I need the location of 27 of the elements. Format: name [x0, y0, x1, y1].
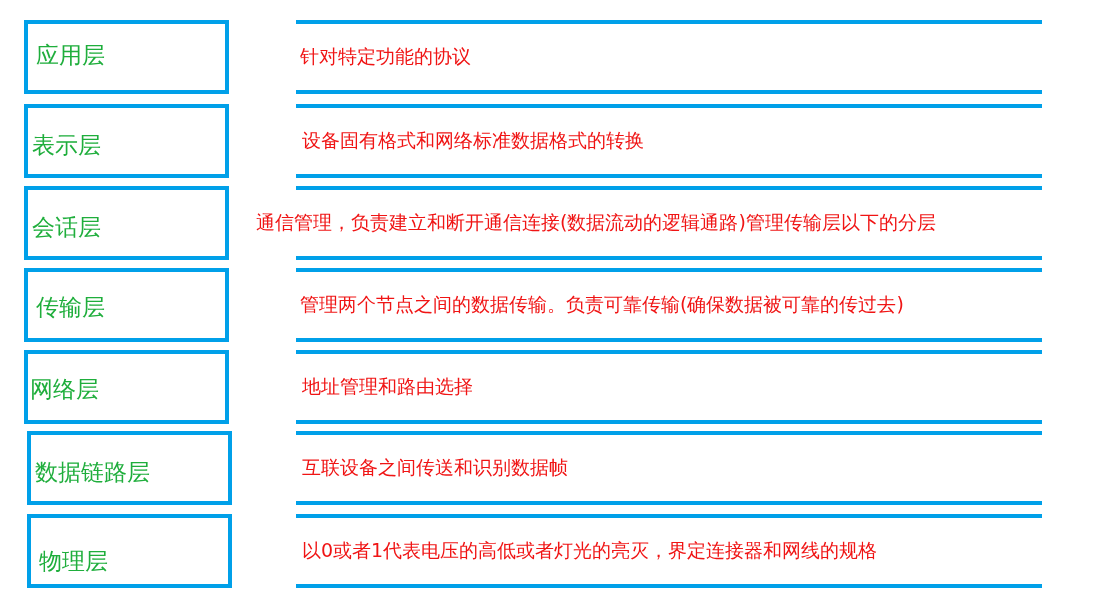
layer-description: 互联设备之间传送和识别数据帧: [302, 455, 568, 480]
layer-description: 通信管理，负责建立和断开通信连接(数据流动的逻辑通路)管理传输层以下的分层: [256, 210, 936, 235]
layer-box: [24, 350, 229, 424]
description-band: [296, 350, 1042, 424]
layer-name: 表示层: [32, 131, 101, 160]
layer-name: 传输层: [36, 293, 105, 322]
layer-description: 以0或者1代表电压的高低或者灯光的亮灭，界定连接器和网线的规格: [302, 538, 878, 563]
layer-box: [24, 20, 229, 94]
description-band: [296, 20, 1042, 94]
layer-box: [27, 431, 232, 505]
description-band: [296, 514, 1042, 588]
description-band: [296, 431, 1042, 505]
layer-name: 网络层: [30, 375, 99, 404]
description-band: [296, 268, 1042, 342]
layer-box: [24, 104, 229, 178]
layer-box: [24, 268, 229, 342]
layer-box: [27, 514, 232, 588]
layer-name: 数据链路层: [35, 458, 150, 487]
layer-box: [24, 186, 229, 260]
layer-name: 会话层: [32, 213, 101, 242]
layer-description: 设备固有格式和网络标准数据格式的转换: [302, 128, 644, 153]
layer-description: 地址管理和路由选择: [302, 374, 473, 399]
description-band: [296, 104, 1042, 178]
layer-name: 物理层: [39, 547, 108, 576]
layer-name: 应用层: [36, 41, 105, 70]
layer-description: 管理两个节点之间的数据传输。负责可靠传输(确保数据被可靠的传过去): [300, 292, 904, 317]
layer-description: 针对特定功能的协议: [300, 44, 471, 69]
